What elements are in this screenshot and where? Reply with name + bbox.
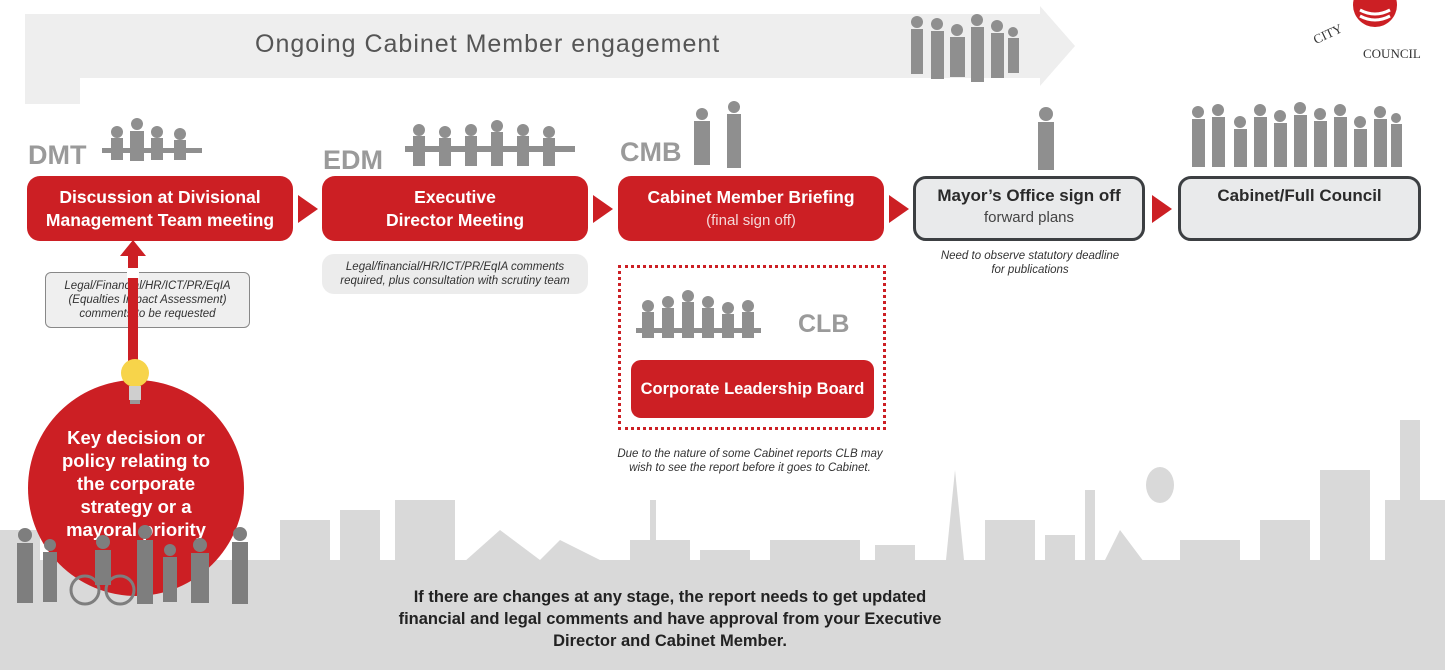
two-people-icon <box>694 101 741 168</box>
note-edm: Legal/financial/HR/ICT/PR/EqIA comments … <box>322 254 588 294</box>
flow-arrow-icon <box>298 195 318 223</box>
stage-title-cabinet: Cabinet/Full Council <box>1217 186 1382 205</box>
stage-title-mayor: Mayor’s Office sign off <box>937 186 1121 205</box>
people-group-icon <box>911 14 1019 82</box>
stage-code-cmb: CMB <box>620 137 682 167</box>
city-council-logo: CITY COUNCIL <box>1311 0 1421 61</box>
stage-box-mayor: Mayor’s Office sign off forward plans <box>913 176 1145 241</box>
flow-arrow-icon <box>593 195 613 223</box>
stage-code-edm: EDM <box>323 145 383 175</box>
engagement-arrow <box>25 6 1075 104</box>
board-meeting-icon <box>636 290 761 338</box>
footer-message: If there are changes at any stage, the r… <box>398 588 942 650</box>
stage-subtitle-cmb: (final sign off) <box>706 211 796 229</box>
stage-title-dmt: Discussion at Divisional Management Team… <box>45 186 275 230</box>
community-people-icon <box>17 525 248 606</box>
crowd-icon <box>1192 102 1402 167</box>
stage-subtitle-mayor: forward plans <box>983 209 1075 226</box>
engagement-title: Ongoing Cabinet Member engagement <box>255 30 721 58</box>
clb-title: Corporate Leadership Board <box>640 379 865 398</box>
note-clb: Due to the nature of some Cabinet report… <box>617 448 883 474</box>
stage-box-cmb: Cabinet Member Briefing (final sign off) <box>618 176 884 241</box>
stage-box-dmt: Discussion at Divisional Management Team… <box>27 176 293 241</box>
stage-title-edm: Executive Director Meeting <box>385 186 525 230</box>
stage-code-dmt: DMT <box>28 140 87 170</box>
svg-text:COUNCIL: COUNCIL <box>1363 46 1421 61</box>
stage-title-cmb: Cabinet Member Briefing <box>647 186 855 207</box>
stage-box-cabinet: Cabinet/Full Council <box>1178 176 1421 241</box>
lightbulb-icon <box>121 359 149 404</box>
stage-box-edm: Executive Director Meeting <box>322 176 588 241</box>
flow-arrow-icon <box>889 195 909 223</box>
up-arrow-icon <box>120 240 146 368</box>
note-dmt: Legal/Financial/HR/ICT/PR/EqIA (Equaltie… <box>45 272 250 328</box>
key-decision-text: Key decision or policy relating to the c… <box>61 427 211 540</box>
note-mayor: Need to observe statutory deadline for p… <box>940 250 1120 276</box>
meeting-table-icon <box>405 120 575 166</box>
svg-text:CITY: CITY <box>1311 20 1345 47</box>
meeting-people-icon <box>102 118 202 161</box>
flow-arrow-icon <box>1152 195 1172 223</box>
clb-box: Corporate Leadership Board <box>631 360 874 418</box>
stage-code-clb: CLB <box>798 310 850 338</box>
person-icon <box>1038 107 1054 170</box>
clb-dotted-frame <box>618 265 886 430</box>
